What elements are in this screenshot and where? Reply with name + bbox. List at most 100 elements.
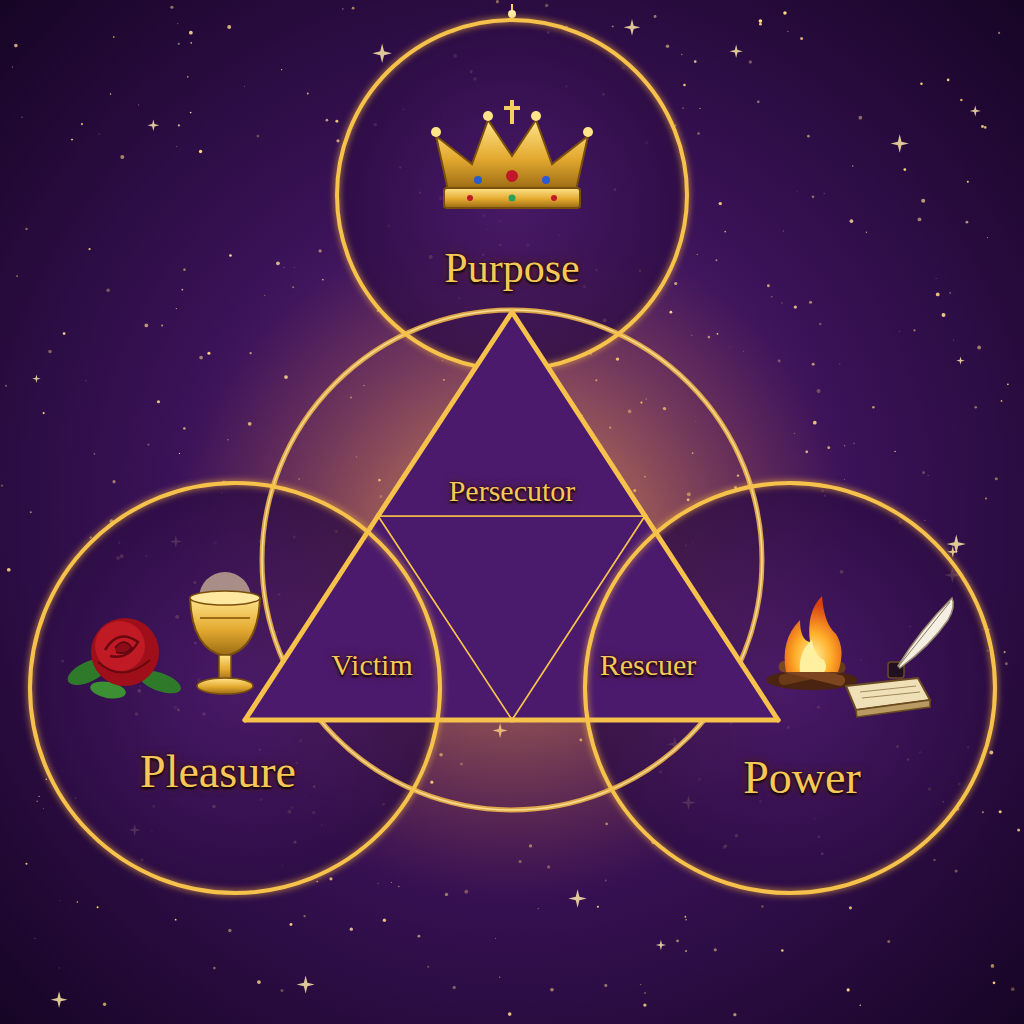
star xyxy=(112,480,115,483)
star xyxy=(170,6,173,9)
star xyxy=(767,284,770,287)
star xyxy=(283,267,284,268)
star xyxy=(859,1004,861,1006)
sparkle xyxy=(297,976,315,994)
star xyxy=(88,248,90,250)
star xyxy=(887,940,890,943)
star xyxy=(25,863,27,865)
star xyxy=(37,801,38,802)
star xyxy=(58,967,60,969)
star xyxy=(771,296,773,298)
star xyxy=(21,117,22,118)
star xyxy=(844,445,846,447)
star xyxy=(1017,828,1020,831)
star xyxy=(936,293,940,297)
star xyxy=(103,1003,106,1006)
star xyxy=(913,329,915,331)
star xyxy=(199,150,202,153)
star xyxy=(666,44,670,48)
star xyxy=(894,451,895,452)
star xyxy=(597,906,599,908)
star xyxy=(953,339,955,341)
star xyxy=(183,427,185,429)
circle-label: Pleasure xyxy=(140,747,296,798)
star xyxy=(183,268,185,270)
star xyxy=(781,302,782,303)
triangle-fill xyxy=(245,516,512,720)
star xyxy=(452,986,455,989)
star xyxy=(985,497,987,499)
star xyxy=(16,275,18,277)
star xyxy=(853,443,854,444)
star xyxy=(824,193,825,194)
star xyxy=(843,479,845,481)
star xyxy=(398,886,399,887)
star xyxy=(977,346,981,350)
star xyxy=(179,453,180,454)
star xyxy=(796,190,798,192)
star xyxy=(993,982,996,985)
triangle-edge xyxy=(512,516,645,720)
star xyxy=(14,44,18,48)
star xyxy=(794,305,797,308)
star xyxy=(974,406,977,409)
star xyxy=(293,266,295,268)
star xyxy=(545,4,548,7)
star xyxy=(329,877,332,880)
star xyxy=(496,0,499,3)
sparkle xyxy=(956,356,964,364)
star xyxy=(281,69,282,70)
circle-glow xyxy=(585,483,995,893)
star xyxy=(1005,662,1008,665)
star xyxy=(110,93,112,95)
star xyxy=(852,165,853,166)
circle-border xyxy=(585,483,995,893)
star xyxy=(257,980,261,984)
sparkle xyxy=(970,105,981,116)
star xyxy=(1001,400,1003,402)
star xyxy=(899,331,900,332)
star xyxy=(676,940,679,943)
star xyxy=(685,950,687,952)
star xyxy=(733,1013,736,1016)
star xyxy=(7,568,11,572)
star xyxy=(965,221,968,224)
star xyxy=(783,11,786,14)
star xyxy=(787,31,788,32)
star xyxy=(5,385,7,387)
book-quill-icon xyxy=(846,598,953,717)
star xyxy=(326,119,329,122)
star xyxy=(176,308,177,309)
role-label: Persecutor xyxy=(449,474,576,507)
star xyxy=(683,84,686,87)
star xyxy=(604,984,607,987)
star xyxy=(30,511,32,513)
fire-icon xyxy=(766,596,858,690)
star xyxy=(800,37,803,40)
triangle-edge xyxy=(245,516,378,720)
star xyxy=(383,919,386,922)
star xyxy=(640,984,641,985)
star xyxy=(995,477,998,480)
star xyxy=(336,139,339,142)
star xyxy=(199,356,203,360)
star xyxy=(967,181,969,183)
star xyxy=(352,7,355,10)
middle-ring xyxy=(262,310,762,810)
star xyxy=(643,1003,646,1006)
star xyxy=(161,324,163,326)
star xyxy=(97,906,99,908)
sparkle xyxy=(372,44,391,63)
star xyxy=(807,135,810,138)
star xyxy=(999,810,1002,813)
star xyxy=(927,474,929,476)
star xyxy=(866,232,867,233)
star xyxy=(12,66,13,67)
star xyxy=(207,352,210,355)
star xyxy=(147,443,149,445)
star xyxy=(1007,384,1009,386)
circle-label: Purpose xyxy=(444,245,579,291)
star xyxy=(342,8,343,9)
